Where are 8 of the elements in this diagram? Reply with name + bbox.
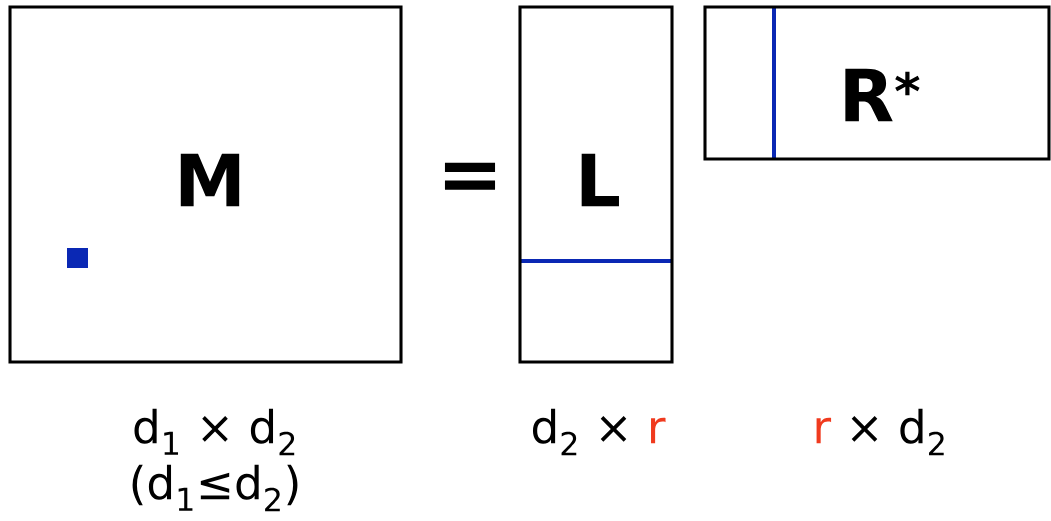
dimension-label: d$_{2}$ × r: [533, 408, 666, 456]
equals-sign: =: [444, 162, 496, 190]
matrix-box: L: [518, 5, 674, 364]
matrix-box: M: [8, 5, 403, 364]
dimension-label: r × d$_{2}$: [816, 408, 944, 456]
dimension-label: (d$_{1}$≤d$_{2}$): [132, 464, 298, 512]
matrix-box: R$^{*}$: [703, 5, 1051, 161]
dimension-label: d$_{1}$ × d$_{2}$: [134, 408, 295, 456]
